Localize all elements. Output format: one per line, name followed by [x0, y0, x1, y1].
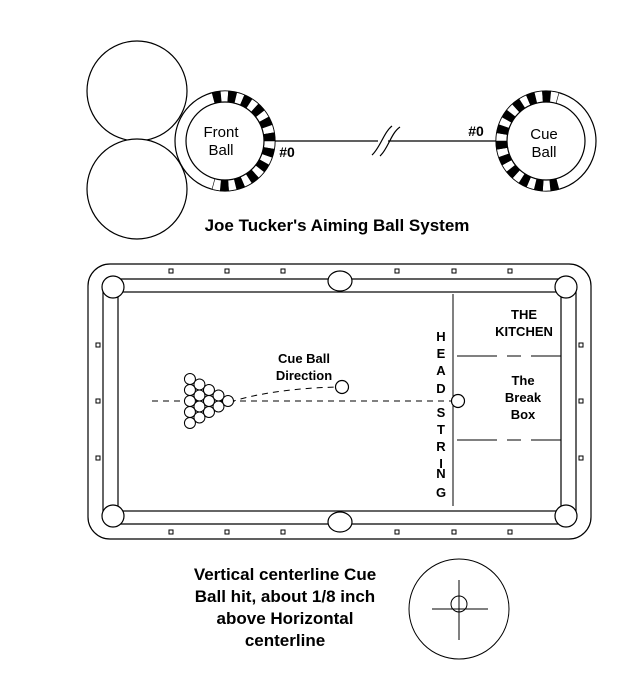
cue-ball-hit-diagram: [408, 558, 510, 660]
diamond-bottom: [507, 529, 513, 535]
rack-ball: [183, 395, 196, 407]
diamond-left: [95, 398, 101, 404]
diamond-top: [507, 268, 513, 274]
cue-ball-inner: [506, 101, 586, 181]
cue-ball-direction-label-1: Cue Ball: [278, 351, 330, 366]
ring-segment: [542, 90, 552, 103]
rack-ball: [202, 406, 215, 418]
line-break-mark: [371, 125, 393, 156]
ring-segment: [542, 179, 552, 192]
diamond-left: [95, 455, 101, 461]
cue-ball-label-1: Cue: [530, 126, 558, 143]
hit-point-marker: [450, 595, 468, 613]
ball-rack: [183, 373, 234, 429]
pocket-top-left: [101, 275, 125, 299]
object-ball-upper: [86, 40, 188, 142]
head-string-letter: E: [437, 346, 446, 361]
cue-ball-label-2: Ball: [531, 144, 556, 161]
rail-diamonds: [95, 268, 584, 535]
kitchen-label-1: THE: [511, 307, 537, 322]
diamond-top: [451, 268, 457, 274]
head-string-letter: H: [436, 329, 445, 344]
break-box-label-3: Box: [511, 407, 536, 422]
cue-ball-direction-path: [229, 386, 338, 403]
diamond-top: [224, 268, 230, 274]
front-ball-inner: [185, 101, 265, 181]
break-box-label-2: Break: [505, 390, 542, 405]
diamond-bottom: [394, 529, 400, 535]
diamond-top: [394, 268, 400, 274]
ring-segment: [495, 140, 508, 150]
break-box-label-1: The: [511, 373, 534, 388]
pocket-bottom-right: [554, 504, 578, 528]
rack-ball: [222, 395, 234, 407]
rack-ball: [193, 411, 206, 424]
front-ball-marking-ring: [211, 90, 276, 192]
pocket-bottom-middle: [327, 511, 353, 533]
rack-ball: [183, 384, 196, 396]
head-string-letter: G: [436, 485, 446, 500]
kitchen-label-2: KITCHEN: [495, 324, 553, 339]
table-playing-surface: [117, 291, 562, 512]
pocket-top-right: [554, 275, 578, 299]
diamond-bottom: [168, 529, 174, 535]
cue-marker-label: #0: [468, 123, 484, 139]
rack-ball: [183, 406, 196, 418]
front-ball-label-1: Front: [203, 124, 239, 141]
diamond-left: [95, 342, 101, 348]
head-string-letter: T: [437, 422, 445, 437]
head-string-letter: A: [436, 363, 446, 378]
diamond-right: [578, 455, 584, 461]
line-break-mark-2: [379, 126, 401, 157]
diamond-right: [578, 342, 584, 348]
front-ball-label-2: Ball: [208, 142, 233, 159]
cue-ball-on-table: [450, 393, 466, 409]
aiming-system-title: Joe Tucker's Aiming Ball System: [205, 216, 470, 235]
object-ball-lower: [86, 138, 188, 240]
ring-segment: [219, 179, 229, 192]
diamond-bottom: [224, 529, 230, 535]
rack-ball: [212, 400, 225, 413]
diamond-top: [280, 268, 286, 274]
rack-ball: [183, 373, 196, 385]
cue-ball-hit-outline: [408, 558, 510, 660]
ring-segment: [219, 90, 229, 103]
head-string-letter: D: [436, 381, 445, 396]
head-string-letter: N: [436, 466, 445, 481]
diamond-bottom: [280, 529, 286, 535]
ring-segment: [263, 132, 276, 142]
table-outer-rail: [87, 263, 592, 540]
diamond-top: [168, 268, 174, 274]
head-string-letter: S: [437, 405, 446, 420]
front-marker-label: #0: [279, 144, 295, 160]
diamond-right: [578, 398, 584, 404]
caption-line-2: Ball hit, about 1/8 inch: [195, 587, 375, 606]
caption-line-1: Vertical centerline Cue: [194, 565, 376, 584]
cue-ball-target-position: [334, 379, 350, 395]
caption-line-3: above Horizontal: [217, 609, 354, 628]
caption-line-4: centerline: [245, 631, 325, 650]
diamond-bottom: [451, 529, 457, 535]
aiming-system: [86, 40, 597, 240]
head-string-letter: R: [436, 439, 446, 454]
rack-ball: [183, 417, 196, 429]
head-string-letter: I: [439, 456, 443, 471]
pool-table: [87, 263, 592, 540]
pocket-top-middle: [327, 270, 353, 292]
pocket-bottom-left: [101, 504, 125, 528]
cue-ball-direction-label-2: Direction: [276, 368, 332, 383]
